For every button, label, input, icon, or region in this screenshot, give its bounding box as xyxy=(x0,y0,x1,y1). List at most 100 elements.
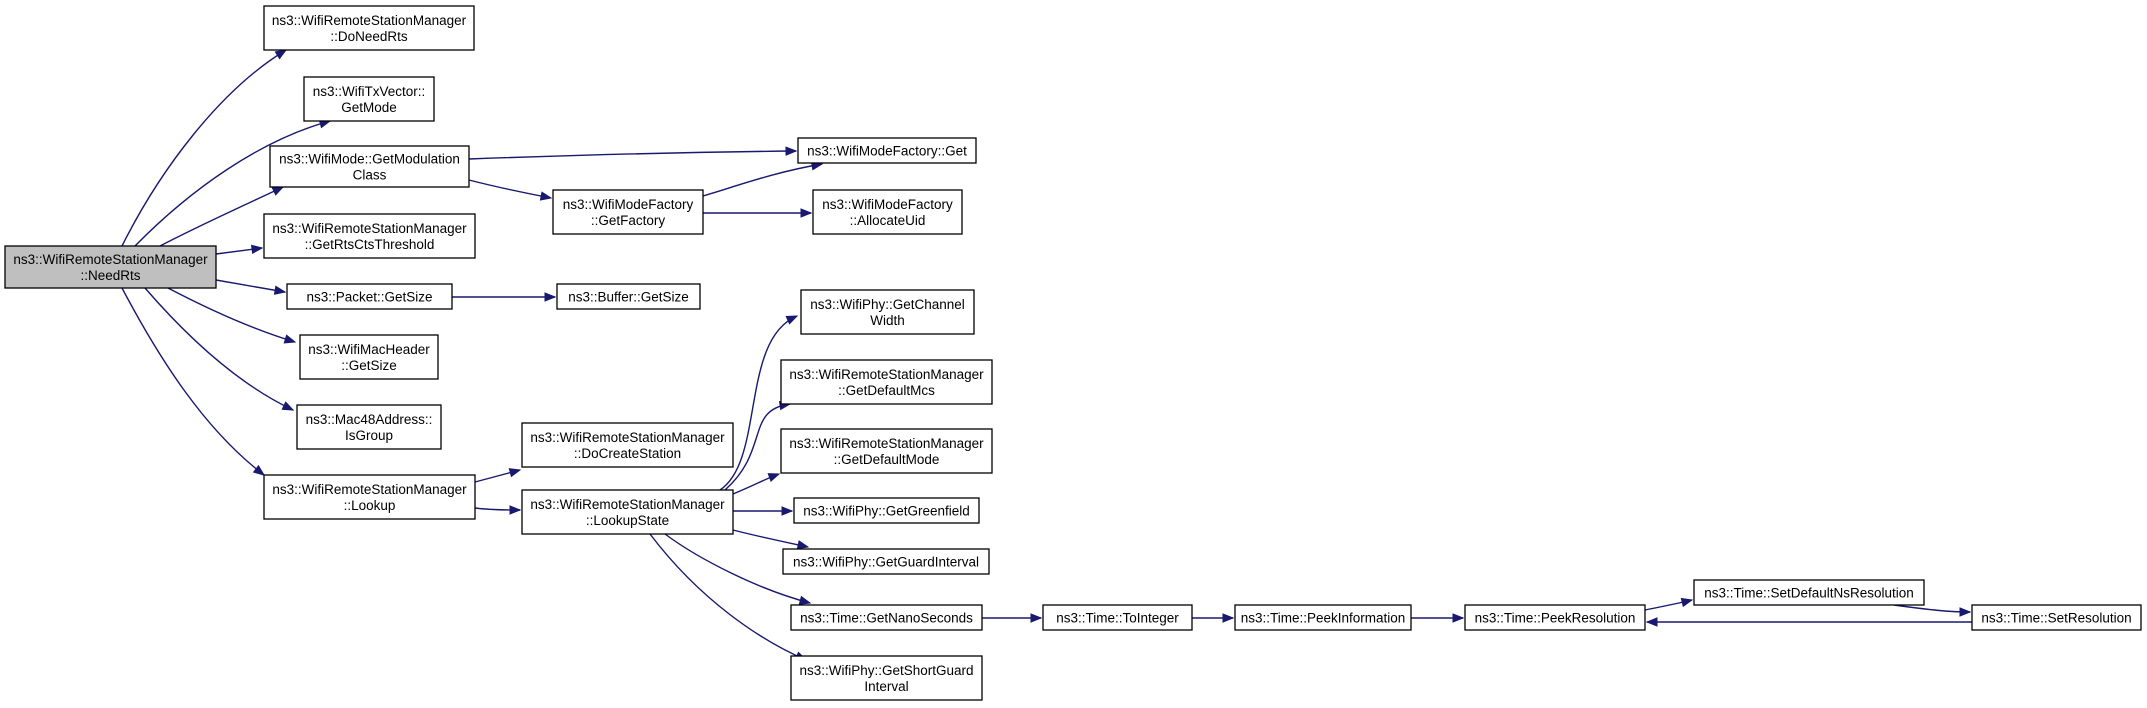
node-setdefault[interactable]: ns3::Time::SetDefaultNsResolution xyxy=(1693,579,1925,606)
node-getrtscts[interactable]: ns3::WifiRemoteStationManager::GetRtsCts… xyxy=(263,213,476,259)
node-label: ns3::Time::ToInteger xyxy=(1056,611,1179,626)
node-setres[interactable]: ns3::Time::SetResolution xyxy=(1971,604,2142,631)
node-box xyxy=(296,404,442,450)
node-label: ns3::WifiPhy::GetGreenfield xyxy=(803,504,970,519)
node-label: ns3::Packet::GetSize xyxy=(306,290,432,305)
node-box xyxy=(780,428,993,474)
edge-getmodclass-to-getfactory xyxy=(468,179,553,201)
edge-line xyxy=(724,403,791,491)
node-label: ::LookupState xyxy=(586,513,669,528)
node-label: ns3::WifiTxVector:: xyxy=(313,84,426,99)
node-label: ::Lookup xyxy=(344,498,396,513)
node-macgetsize[interactable]: ns3::WifiMacHeader::GetSize xyxy=(299,334,439,380)
node-label: ns3::WifiRemoteStationManager xyxy=(530,430,725,445)
node-label: ::DoCreateStation xyxy=(574,446,681,461)
node-box xyxy=(286,283,453,310)
node-box xyxy=(790,604,983,631)
edge-getmodclass-to-factoryget xyxy=(468,146,798,160)
node-tointeger[interactable]: ns3::Time::ToInteger xyxy=(1042,604,1193,631)
node-label: Width xyxy=(870,313,905,328)
edge-getfactory-to-allocuid xyxy=(703,208,813,218)
node-needrts[interactable]: ns3::WifiRemoteStationManager::NeedRts xyxy=(4,245,217,289)
node-pktgetsize[interactable]: ns3::Packet::GetSize xyxy=(286,283,453,310)
node-box xyxy=(521,422,734,468)
arrow-head xyxy=(252,464,266,476)
node-getfactory[interactable]: ns3::WifiModeFactory::GetFactory xyxy=(552,189,704,235)
node-label: GetMode xyxy=(341,100,397,115)
node-allocuid[interactable]: ns3::WifiModeFactory::AllocateUid xyxy=(812,189,963,235)
node-box xyxy=(263,213,476,259)
node-isgroup[interactable]: ns3::Mac48Address::IsGroup xyxy=(296,404,442,450)
node-label: ns3::WifiModeFactory::Get xyxy=(807,144,967,159)
node-box xyxy=(4,245,217,289)
node-guardint[interactable]: ns3::WifiPhy::GetGuardInterval xyxy=(782,548,990,575)
node-box xyxy=(1042,604,1193,631)
node-docreate[interactable]: ns3::WifiRemoteStationManager::DoCreateS… xyxy=(521,422,734,468)
node-label: ns3::WifiModeFactory xyxy=(822,197,953,212)
node-label: ns3::Time::SetResolution xyxy=(1981,611,2131,626)
node-bufgetsize[interactable]: ns3::Buffer::GetSize xyxy=(556,283,701,310)
node-label: ns3::WifiMacHeader xyxy=(308,342,430,357)
node-box xyxy=(299,334,439,380)
edge-needrts-to-isgroup xyxy=(144,287,295,411)
edge-lookupstate-to-nanosec xyxy=(664,533,812,605)
edge-line xyxy=(134,120,331,247)
node-label: ns3::WifiModeFactory xyxy=(563,197,694,212)
node-defmode[interactable]: ns3::WifiRemoteStationManager::GetDefaul… xyxy=(780,428,993,474)
edge-line xyxy=(159,186,284,247)
edge-line xyxy=(215,279,286,293)
edge-lookupstate-to-defmode xyxy=(732,473,781,495)
node-label: ::GetFactory xyxy=(591,213,666,228)
node-label: ::DoNeedRts xyxy=(330,29,408,44)
node-label: ::NeedRts xyxy=(80,268,140,283)
node-label: ::AllocateUid xyxy=(850,213,926,228)
node-box xyxy=(790,655,983,701)
node-defmcs[interactable]: ns3::WifiRemoteStationManager::GetDefaul… xyxy=(780,359,993,405)
edge-lookup-to-docreate xyxy=(474,468,522,483)
node-label: ns3::WifiPhy::GetGuardInterval xyxy=(793,555,979,570)
edge-setres-to-peekres xyxy=(1645,617,1972,627)
node-doneedrts[interactable]: ns3::WifiRemoteStationManager::DoNeedRts xyxy=(263,5,475,51)
edge-line xyxy=(468,150,797,160)
node-getmode[interactable]: ns3::WifiTxVector::GetMode xyxy=(303,76,435,122)
arrow-head xyxy=(509,505,522,515)
arrow-head xyxy=(1959,607,1972,617)
node-label: ns3::WifiRemoteStationManager xyxy=(272,13,467,28)
node-label: Interval xyxy=(864,679,908,694)
node-box xyxy=(556,283,701,310)
node-label: ns3::WifiRemoteStationManager xyxy=(272,221,467,236)
node-label: ns3::Mac48Address:: xyxy=(306,412,433,427)
node-label: ns3::WifiRemoteStationManager xyxy=(13,252,208,267)
node-box xyxy=(263,474,476,520)
edge-line xyxy=(1893,604,1971,613)
edge-line xyxy=(468,179,552,199)
arrow-head xyxy=(274,49,288,60)
node-peekres[interactable]: ns3::Time::PeekResolution xyxy=(1464,604,1646,631)
arrow-head xyxy=(544,292,557,302)
edge-needrts-to-lookup xyxy=(121,287,266,476)
edge-lookupstate-to-defmcs xyxy=(724,400,792,491)
node-peekinfo[interactable]: ns3::Time::PeekInformation xyxy=(1234,604,1412,631)
arrow-head xyxy=(1645,617,1658,627)
node-box xyxy=(552,189,704,235)
node-box xyxy=(812,189,963,235)
node-box xyxy=(521,489,734,535)
edge-setdefault-to-setres xyxy=(1893,604,1972,617)
node-factoryget[interactable]: ns3::WifiModeFactory::Get xyxy=(797,137,977,164)
edge-lookupstate-to-greenfield xyxy=(733,506,794,516)
node-lookupstate[interactable]: ns3::WifiRemoteStationManager::LookupSta… xyxy=(521,489,734,535)
edge-line xyxy=(167,287,296,343)
node-nanosec[interactable]: ns3::Time::GetNanoSeconds xyxy=(790,604,983,631)
node-lookup[interactable]: ns3::WifiRemoteStationManager::Lookup xyxy=(263,474,476,520)
edge-tointeger-to-peekinfo xyxy=(1192,613,1235,623)
node-box xyxy=(1693,579,1925,606)
node-greenfield[interactable]: ns3::WifiPhy::GetGreenfield xyxy=(793,497,980,524)
edge-needrts-to-getrtscts xyxy=(215,244,264,255)
edge-needrts-to-doneedrts xyxy=(121,49,288,247)
node-label: ns3::WifiRemoteStationManager xyxy=(530,497,725,512)
node-label: ns3::Time::GetNanoSeconds xyxy=(800,611,973,626)
